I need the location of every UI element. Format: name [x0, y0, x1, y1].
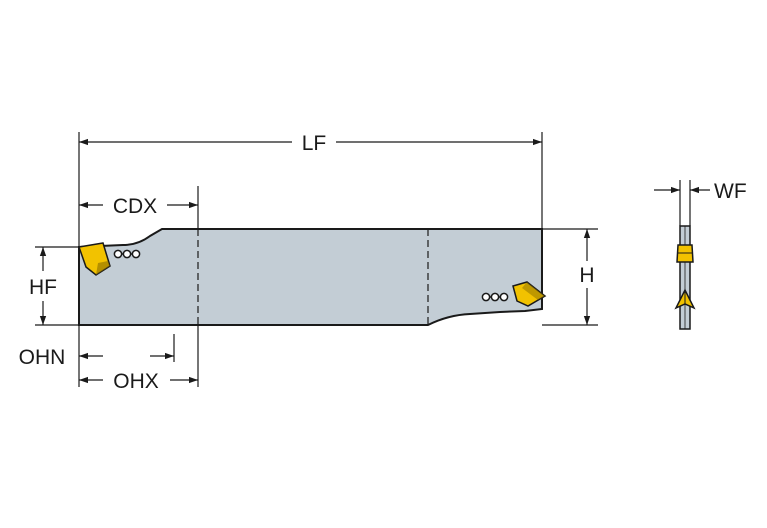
label-h: H — [579, 264, 594, 287]
right-clamp-hole-icon — [481, 292, 509, 302]
label-ohn: OHN — [19, 346, 66, 369]
label-wf: WF — [714, 180, 747, 203]
dimension-h: H — [542, 228, 598, 326]
dimension-lf: LF — [78, 132, 543, 247]
dimension-ohx: OHX — [79, 325, 199, 393]
right-insert-icon — [512, 281, 547, 307]
dimension-cdx: CDX — [79, 186, 199, 229]
side-view-top-insert-icon — [676, 244, 694, 263]
left-insert-icon — [77, 242, 111, 276]
label-ohx: OHX — [113, 370, 159, 393]
dimension-hf: HF — [29, 246, 79, 326]
dimension-wf: WF — [654, 180, 747, 226]
left-clamp-hole-icon — [113, 249, 141, 259]
label-cdx: CDX — [113, 195, 157, 218]
side-view-bottom-insert-icon — [674, 288, 696, 310]
side-view — [674, 225, 696, 330]
blade-body — [78, 228, 543, 326]
dimension-ohn: OHN — [19, 325, 175, 387]
label-lf: LF — [302, 132, 327, 155]
label-hf: HF — [29, 276, 57, 299]
